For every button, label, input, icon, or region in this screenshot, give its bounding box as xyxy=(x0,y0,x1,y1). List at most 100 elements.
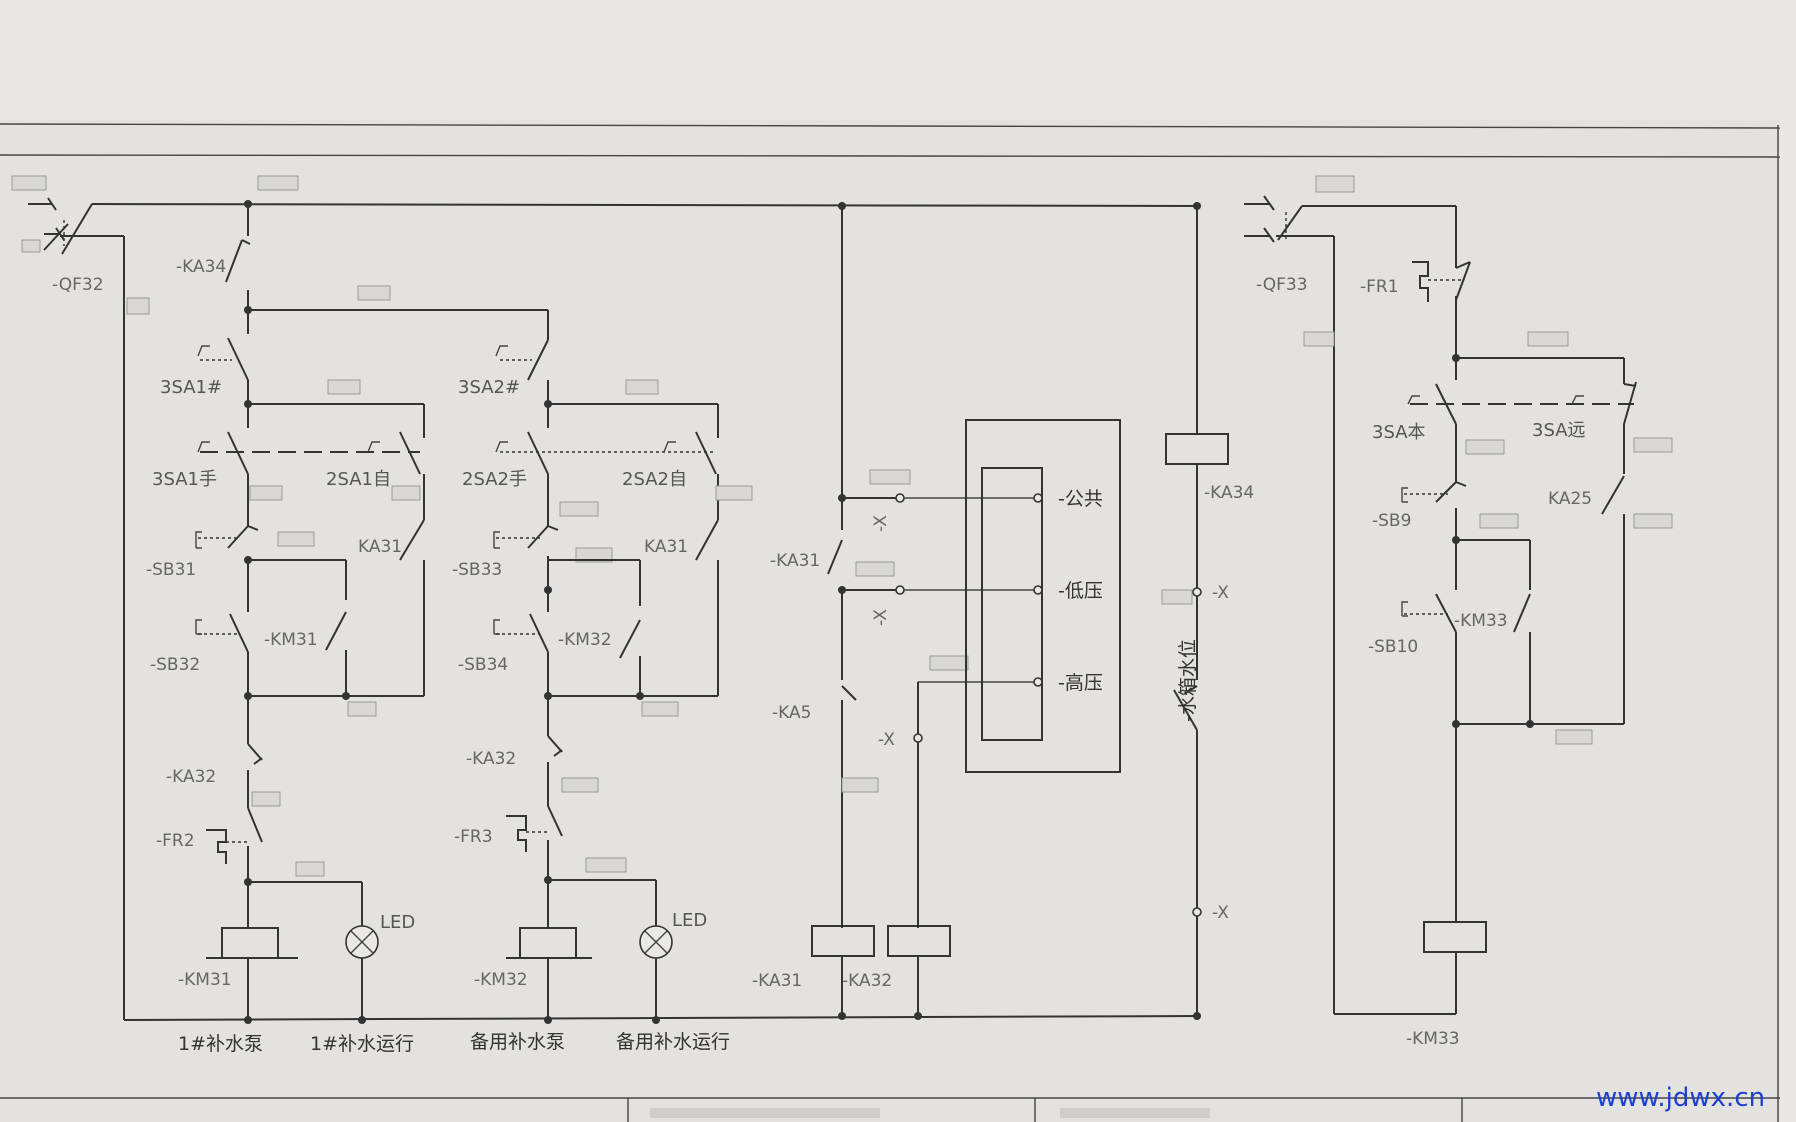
pump-1-run-label: 1#补水运行 xyxy=(310,1033,414,1055)
wire-segment xyxy=(695,519,719,561)
wire-segment xyxy=(1315,175,1355,193)
wire-segment xyxy=(1455,261,1471,301)
wire-segment xyxy=(247,525,259,531)
ka25-label: KA25 xyxy=(1548,489,1592,509)
x-bottom-label: -X xyxy=(1212,903,1229,923)
sa2-num-label: 3SA2# xyxy=(458,377,520,398)
wire-segment xyxy=(1033,493,1043,503)
wire-segment xyxy=(399,431,421,475)
wire-segment xyxy=(838,1012,846,1020)
wire-segment xyxy=(357,285,391,301)
wire-segment xyxy=(1601,475,1625,515)
km31-contact-label: -KM31 xyxy=(264,630,318,650)
wire-segment xyxy=(1161,589,1193,605)
wire-segment xyxy=(247,743,263,761)
wire-segment xyxy=(251,791,281,807)
led-1-label: LED xyxy=(380,912,415,933)
wire-segment xyxy=(391,485,421,501)
x-terminal-1-label: -X xyxy=(871,515,891,532)
wire-segment xyxy=(585,857,627,873)
km33-coil-label: -KM33 xyxy=(1406,1029,1460,1049)
wire-segment xyxy=(91,203,1198,207)
wire-segment xyxy=(1407,395,1420,405)
wire-segment xyxy=(1192,587,1202,597)
pressure-gauge-box xyxy=(965,419,1121,773)
km32-contact-label: -KM32 xyxy=(558,630,612,650)
wire-segment xyxy=(358,1016,366,1024)
sb31-label: -SB31 xyxy=(146,560,196,580)
wire-segment xyxy=(1555,729,1593,745)
ka32-coil-label: -KA32 xyxy=(842,971,892,991)
wire-segment xyxy=(561,777,599,793)
wire-segment xyxy=(227,337,249,381)
wire-segment xyxy=(506,815,527,852)
km32-coil-label: -KM32 xyxy=(474,970,528,990)
tank-level-label: -水箱水位 xyxy=(1177,639,1199,722)
wire-segment xyxy=(695,431,717,475)
wire-segment xyxy=(1401,601,1408,617)
circuit-2: 3SA2# 2SA2手 2SA2自 -SB33 KA31 xyxy=(452,339,753,1053)
pressure-circuit: -X -KA31 -X -KA5 -X -公共 -低压 -高压 xyxy=(752,202,1121,1020)
wire-segment xyxy=(529,613,549,653)
wire-segment xyxy=(619,619,641,659)
wire-segment xyxy=(1479,513,1519,529)
wire-segment xyxy=(1192,907,1202,917)
wire-segment xyxy=(527,431,549,475)
frame-border-top xyxy=(0,123,1781,129)
wire-tag xyxy=(11,175,47,191)
wire-segment xyxy=(253,757,263,765)
wire-segment xyxy=(493,531,500,549)
wire-segment xyxy=(229,613,249,653)
wire-segment xyxy=(1033,677,1043,687)
x-terminal-3-label: -X xyxy=(878,730,895,750)
gauge-low-label: -低压 xyxy=(1058,580,1103,602)
wire-segment xyxy=(295,861,325,877)
sa2-auto-label: 2SA1自 xyxy=(326,469,391,490)
wire-segment xyxy=(527,339,549,381)
wire-segment xyxy=(244,1016,252,1024)
wire-segment xyxy=(327,379,361,395)
wire-segment xyxy=(61,203,93,255)
wire-segment xyxy=(277,531,315,547)
wire-segment xyxy=(247,807,263,843)
ka31-pressure-label: -KA31 xyxy=(770,551,820,571)
circuit-3: -QF33 -FR1 3SA本 3SA远 KA25 xyxy=(1244,175,1673,1049)
fr1-label: -FR1 xyxy=(1360,277,1399,297)
wire-segment xyxy=(249,485,283,501)
wire-segment xyxy=(495,441,508,453)
wire-tag xyxy=(21,239,41,253)
wire-segment xyxy=(241,239,251,245)
wire-segment xyxy=(914,1012,922,1020)
wire-segment xyxy=(367,441,380,453)
wire-segment xyxy=(1060,1108,1210,1118)
wire-segment xyxy=(929,655,969,671)
pump-2-label: 备用补水泵 xyxy=(470,1031,565,1053)
wire-segment xyxy=(47,197,57,211)
wire-segment xyxy=(495,345,508,357)
wire-segment xyxy=(869,469,911,485)
sa2-manual-label: 2SA2手 xyxy=(462,469,527,490)
wire-segment xyxy=(625,379,659,395)
wire-segment xyxy=(1527,331,1569,347)
wire-segment xyxy=(1455,481,1467,487)
qf32-label: -QF32 xyxy=(52,275,104,295)
ka34-contact-label: -KA34 xyxy=(176,257,226,277)
wire-segment xyxy=(547,805,563,837)
qf33-label: -QF33 xyxy=(1256,275,1308,295)
wire-segment xyxy=(575,547,613,563)
km31-coil-label: -KM31 xyxy=(178,970,232,990)
wire-segment xyxy=(981,467,1043,741)
sb33-label: -SB33 xyxy=(452,560,502,580)
wire-segment xyxy=(1183,685,1198,695)
sa1-num-label: 3SA1# xyxy=(160,377,222,398)
tank-level-circuit: -KA34 -X -水箱水位 -X xyxy=(1161,202,1254,1020)
pump-2-run-label: 备用补水运行 xyxy=(616,1031,730,1053)
wire-segment xyxy=(195,531,202,549)
wire-segment xyxy=(1277,205,1303,241)
wire-segment xyxy=(1033,585,1043,595)
wire-segment xyxy=(227,525,249,549)
ka31-contact-2-label: KA31 xyxy=(644,537,688,557)
pump-1-label: 1#补水泵 xyxy=(178,1033,263,1055)
wire-segment xyxy=(1173,689,1198,731)
